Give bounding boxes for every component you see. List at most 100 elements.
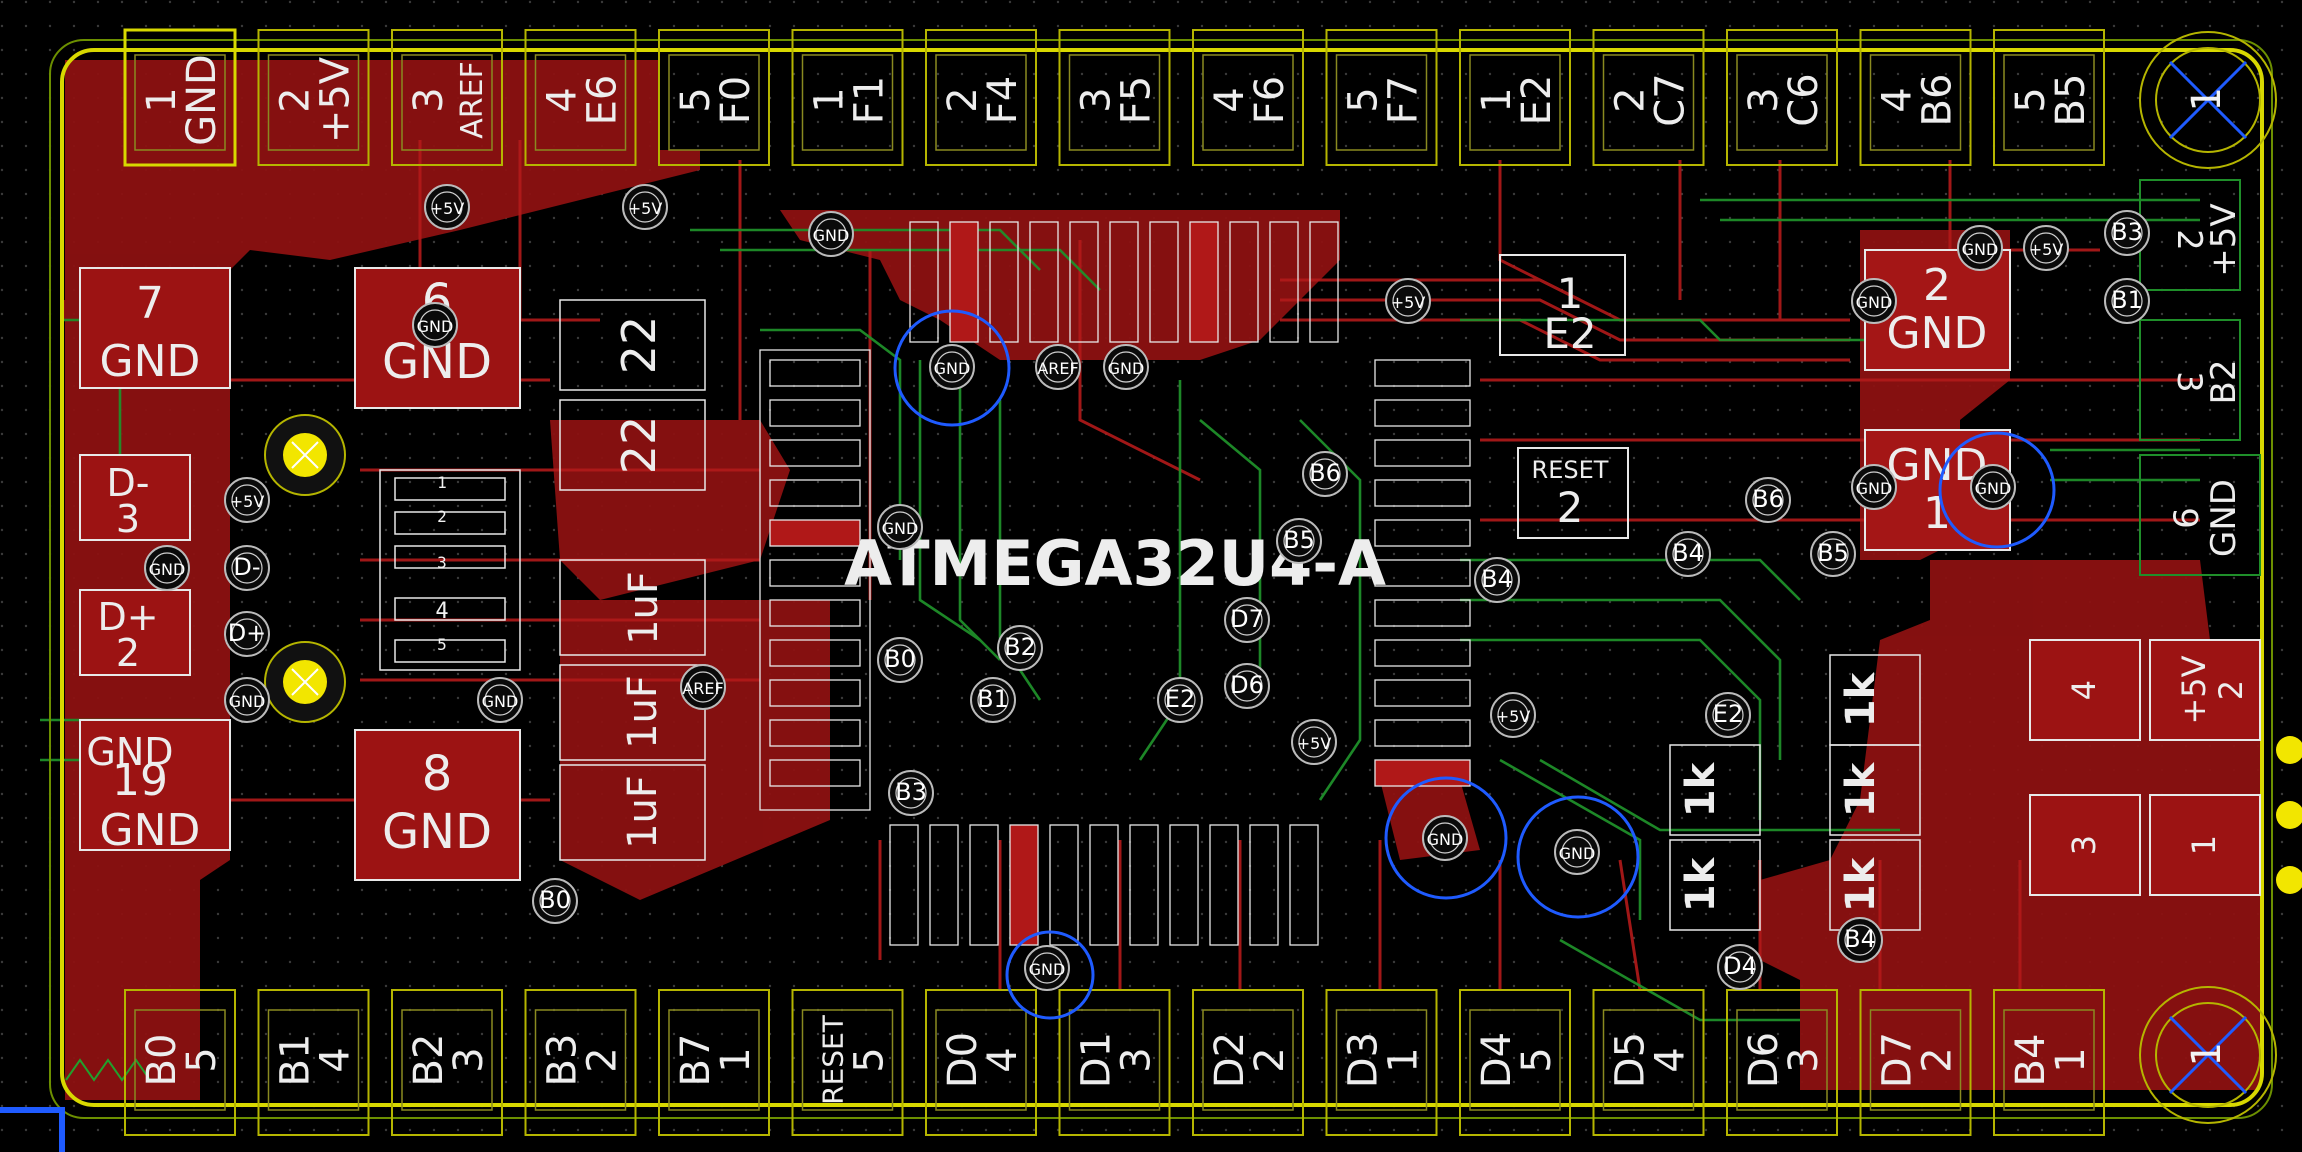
mcu-pad: [769, 439, 861, 467]
via-gnd[interactable]: GND: [808, 211, 854, 257]
cap-1uf-b[interactable]: 1uF: [559, 664, 706, 761]
header-pin-bottom[interactable]: D72: [1859, 989, 1972, 1136]
corner-pin-bottom-right[interactable]: 1: [2139, 986, 2277, 1124]
header-pin-bottom[interactable]: B23: [391, 989, 503, 1136]
header-pin-bottom[interactable]: B41: [1993, 989, 2105, 1136]
header-pin-top[interactable]: 3C6: [1726, 29, 1838, 166]
via-gnd[interactable]: GND: [1957, 225, 2003, 271]
resistor-1k[interactable]: 1k: [1669, 839, 1761, 931]
via-b4[interactable]: B4: [1665, 531, 1711, 577]
via-aref[interactable]: AREF: [1035, 344, 1081, 390]
header-pin-bottom[interactable]: D31: [1325, 989, 1438, 1136]
via-gnd[interactable]: GND: [1103, 344, 1149, 390]
via-gnd[interactable]: GND: [1554, 829, 1600, 875]
resistor-1k[interactable]: 1k: [1829, 654, 1921, 746]
via-plus5v[interactable]: +5V: [622, 184, 668, 230]
via-e2[interactable]: E2: [1157, 677, 1203, 723]
via-b0[interactable]: B0: [877, 637, 923, 683]
header-pin-bottom[interactable]: D22: [1192, 989, 1304, 1136]
via-plus5v[interactable]: +5V: [224, 477, 270, 523]
pad-reset[interactable]: RESET 2: [1517, 447, 1629, 539]
header-pin-top[interactable]: 3F5: [1058, 29, 1171, 166]
header-pin-top[interactable]: 2F4: [925, 29, 1037, 166]
via-label: B4: [1672, 539, 1704, 567]
header-pin-bottom[interactable]: D45: [1459, 989, 1571, 1136]
cap-1uf-c[interactable]: 1uF: [559, 764, 706, 861]
header-pin-bottom[interactable]: B14: [257, 989, 370, 1136]
via-plus5v[interactable]: +5V: [1291, 719, 1337, 765]
via-b4[interactable]: B4: [1474, 557, 1520, 603]
right-edge-connector[interactable]: 2 +5V 3 B2 6 GND: [2139, 179, 2261, 576]
header-pin-bottom[interactable]: B05: [124, 989, 236, 1136]
via-aref[interactable]: AREF: [680, 664, 726, 710]
resistor-1k[interactable]: 1k: [1669, 744, 1761, 836]
resistor-22-lower[interactable]: 22: [559, 399, 706, 491]
header-pin-bottom[interactable]: D13: [1058, 989, 1171, 1136]
via-b5[interactable]: B5: [1810, 531, 1856, 577]
via-d6[interactable]: D6: [1224, 663, 1270, 709]
via-gnd[interactable]: GND: [1422, 815, 1468, 861]
via-gnd[interactable]: GND: [1851, 278, 1897, 324]
via-gnd[interactable]: GND: [477, 677, 523, 723]
via-d7[interactable]: D7: [1224, 597, 1270, 643]
via-b3[interactable]: B3: [2104, 210, 2150, 256]
via-gnd[interactable]: GND: [877, 504, 923, 550]
header-pin-bottom[interactable]: D04: [925, 989, 1037, 1136]
via-plus5v[interactable]: +5V: [2023, 225, 2069, 271]
resistor-22-upper[interactable]: 22: [559, 299, 706, 391]
pad-19-gnd[interactable]: GND 19 GND: [79, 719, 231, 856]
corner-pin-top-right[interactable]: 1: [2139, 31, 2277, 169]
via-b0[interactable]: B0: [532, 878, 578, 924]
via-b2[interactable]: B2: [997, 625, 1043, 671]
header-pin-top[interactable]: 1E2: [1459, 29, 1571, 166]
header-pin-top[interactable]: 5F7: [1325, 29, 1438, 166]
header-pin-bottom[interactable]: B71: [658, 989, 770, 1136]
via-b1[interactable]: B1: [970, 677, 1016, 723]
cap-1uf-a[interactable]: 1uF: [559, 559, 706, 656]
via-gnd[interactable]: GND: [1970, 464, 2016, 510]
via-b4[interactable]: B4: [1837, 917, 1883, 963]
header-pin-top[interactable]: 4E6: [524, 29, 637, 166]
via-plus5v[interactable]: +5V: [1490, 692, 1536, 738]
via-e2[interactable]: E2: [1705, 692, 1751, 738]
header-pin-bottom[interactable]: B32: [524, 989, 637, 1136]
mounting-hole[interactable]: [264, 414, 346, 496]
via-d-plus[interactable]: D+: [224, 611, 270, 657]
via-plus5v[interactable]: +5V: [1385, 278, 1431, 324]
via-plus5v[interactable]: +5V: [424, 184, 470, 230]
pad-number: 1: [1557, 269, 1584, 318]
via-b1[interactable]: B1: [2104, 278, 2150, 324]
resistor-1k[interactable]: 1k: [1829, 744, 1921, 836]
header-pin-top[interactable]: 1F1: [791, 29, 904, 166]
header-pin-top[interactable]: 4F6: [1192, 29, 1304, 166]
header-pin-bottom[interactable]: D63: [1726, 989, 1838, 1136]
via-b3[interactable]: B3: [888, 770, 934, 816]
header-pin-top[interactable]: 5F0: [658, 29, 770, 166]
pad-7-gnd[interactable]: 7 GND: [79, 267, 231, 389]
header-pin-top[interactable]: 2C7: [1592, 29, 1705, 166]
via-gnd[interactable]: GND: [224, 677, 270, 723]
via-gnd[interactable]: GND: [1024, 945, 1070, 991]
via-gnd[interactable]: GND: [1851, 464, 1897, 510]
via-d4[interactable]: D4: [1717, 944, 1763, 990]
via-b6[interactable]: B6: [1302, 451, 1348, 497]
header-pin-top[interactable]: 4B6: [1859, 29, 1972, 166]
mounting-hole[interactable]: [264, 641, 346, 723]
via-b5[interactable]: B5: [1276, 518, 1322, 564]
usb-pad-d-minus[interactable]: D- 3: [79, 454, 191, 541]
via-gnd[interactable]: GND: [929, 344, 975, 390]
usb-pad-d-plus[interactable]: D+ 2: [79, 589, 191, 676]
via-b6[interactable]: B6: [1745, 477, 1791, 523]
via-gnd[interactable]: GND: [412, 302, 458, 348]
header-pin-top[interactable]: 5B5: [1993, 29, 2105, 166]
via-gnd[interactable]: GND: [144, 545, 190, 591]
header-pin-bottom[interactable]: D54: [1592, 989, 1705, 1136]
header-pin-top[interactable]: 2+5V: [257, 29, 370, 166]
via-d-minus[interactable]: D-: [224, 545, 270, 591]
pad-8-gnd[interactable]: 8 GND: [354, 729, 521, 881]
pad-e2[interactable]: 1 E2: [1499, 254, 1626, 358]
